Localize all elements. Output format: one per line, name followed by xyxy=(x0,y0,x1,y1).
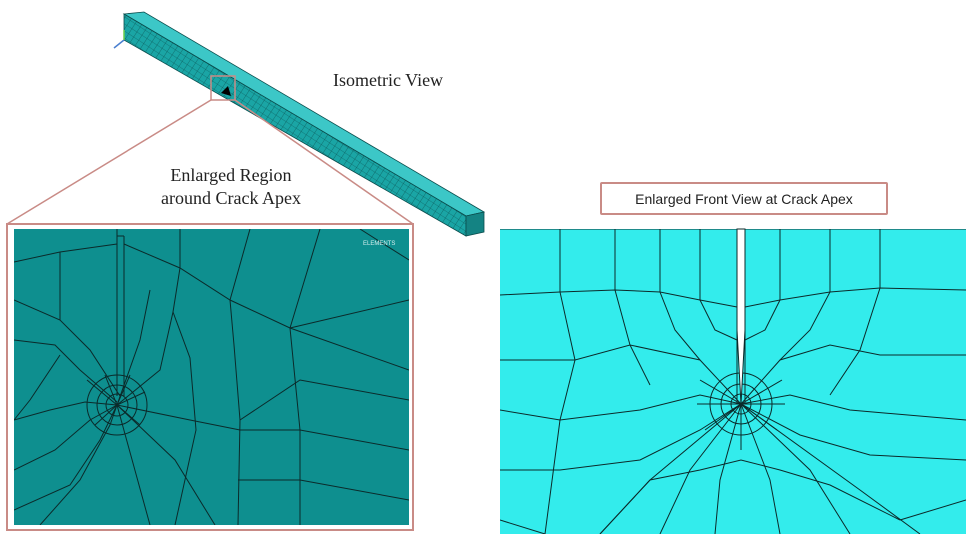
isometric-view-label: Isometric View xyxy=(333,70,444,90)
enlarged-region-label: Enlarged Region around Crack Apex xyxy=(138,164,324,210)
callout-marker-box xyxy=(210,75,236,101)
right-mesh-panel xyxy=(500,229,966,534)
crack-apex-marker-icon xyxy=(221,86,231,96)
isometric-beam xyxy=(122,11,486,237)
enlarged-region-label-line2: around Crack Apex xyxy=(161,188,301,208)
ansys-tag: ELEMENTS xyxy=(363,241,395,247)
enlarged-front-view-label: Enlarged Front View at Crack Apex xyxy=(600,182,888,215)
callout-line-right xyxy=(234,99,414,225)
crack-slit xyxy=(736,228,746,405)
enlarged-front-view-text: Enlarged Front View at Crack Apex xyxy=(635,190,853,207)
left-mesh-lines xyxy=(14,229,409,525)
coordinate-axis-icon xyxy=(113,30,125,49)
callout-line-left xyxy=(6,99,212,225)
left-mesh-panel xyxy=(14,229,409,525)
enlarged-region-label-line1: Enlarged Region xyxy=(170,165,292,185)
